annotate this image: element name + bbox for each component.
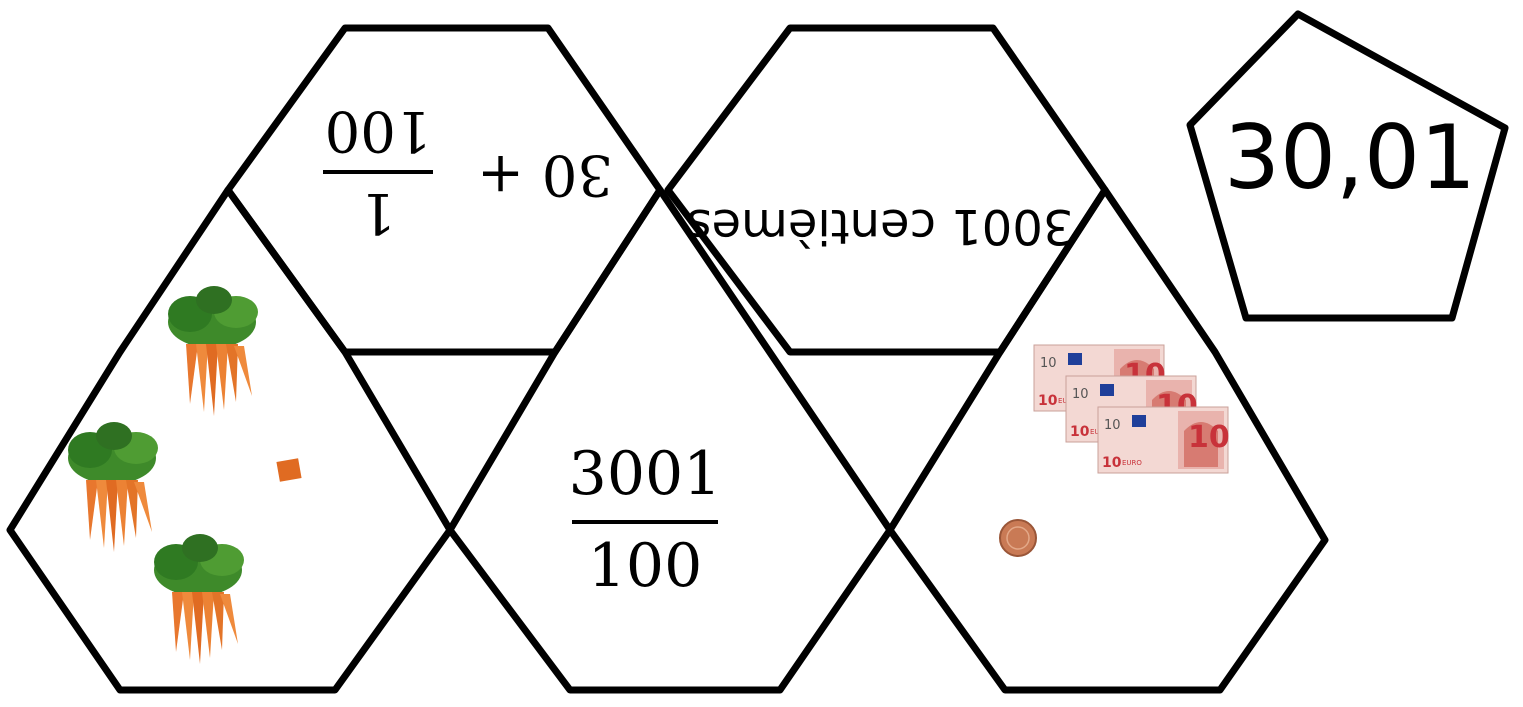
sum-integer-part: 30 + [477,142,613,207]
hexagon-carrots-outline [6,186,454,694]
carrot-bunch-icon [154,534,244,664]
pentagon-value: 30,01 [1224,106,1476,209]
fraction-numerator: 3001 [569,439,722,509]
carrot-piece-icon [276,458,302,482]
hexagon-money-outline [886,186,1329,694]
sum-denominator: 100 [325,98,432,163]
pentagon-outline [1186,10,1509,322]
fraction-card: 3001 100 [569,439,722,601]
sum-expression-card: 30 + 1 100 [323,98,613,245]
banknote-10-euro-icon [1097,406,1231,474]
money-card [999,344,1231,557]
one-cent-coin-icon [999,519,1037,557]
carrot-bunch-icon [168,286,258,416]
carrot-bunch-icon [68,422,158,552]
carrots-card [68,286,302,664]
sum-numerator: 1 [360,180,396,245]
hexagon-fraction-outline [446,186,894,694]
coin-inner-ring [1006,526,1030,550]
fraction-denominator: 100 [588,531,703,601]
words-card-text: 3001 centièmes [687,198,1074,254]
